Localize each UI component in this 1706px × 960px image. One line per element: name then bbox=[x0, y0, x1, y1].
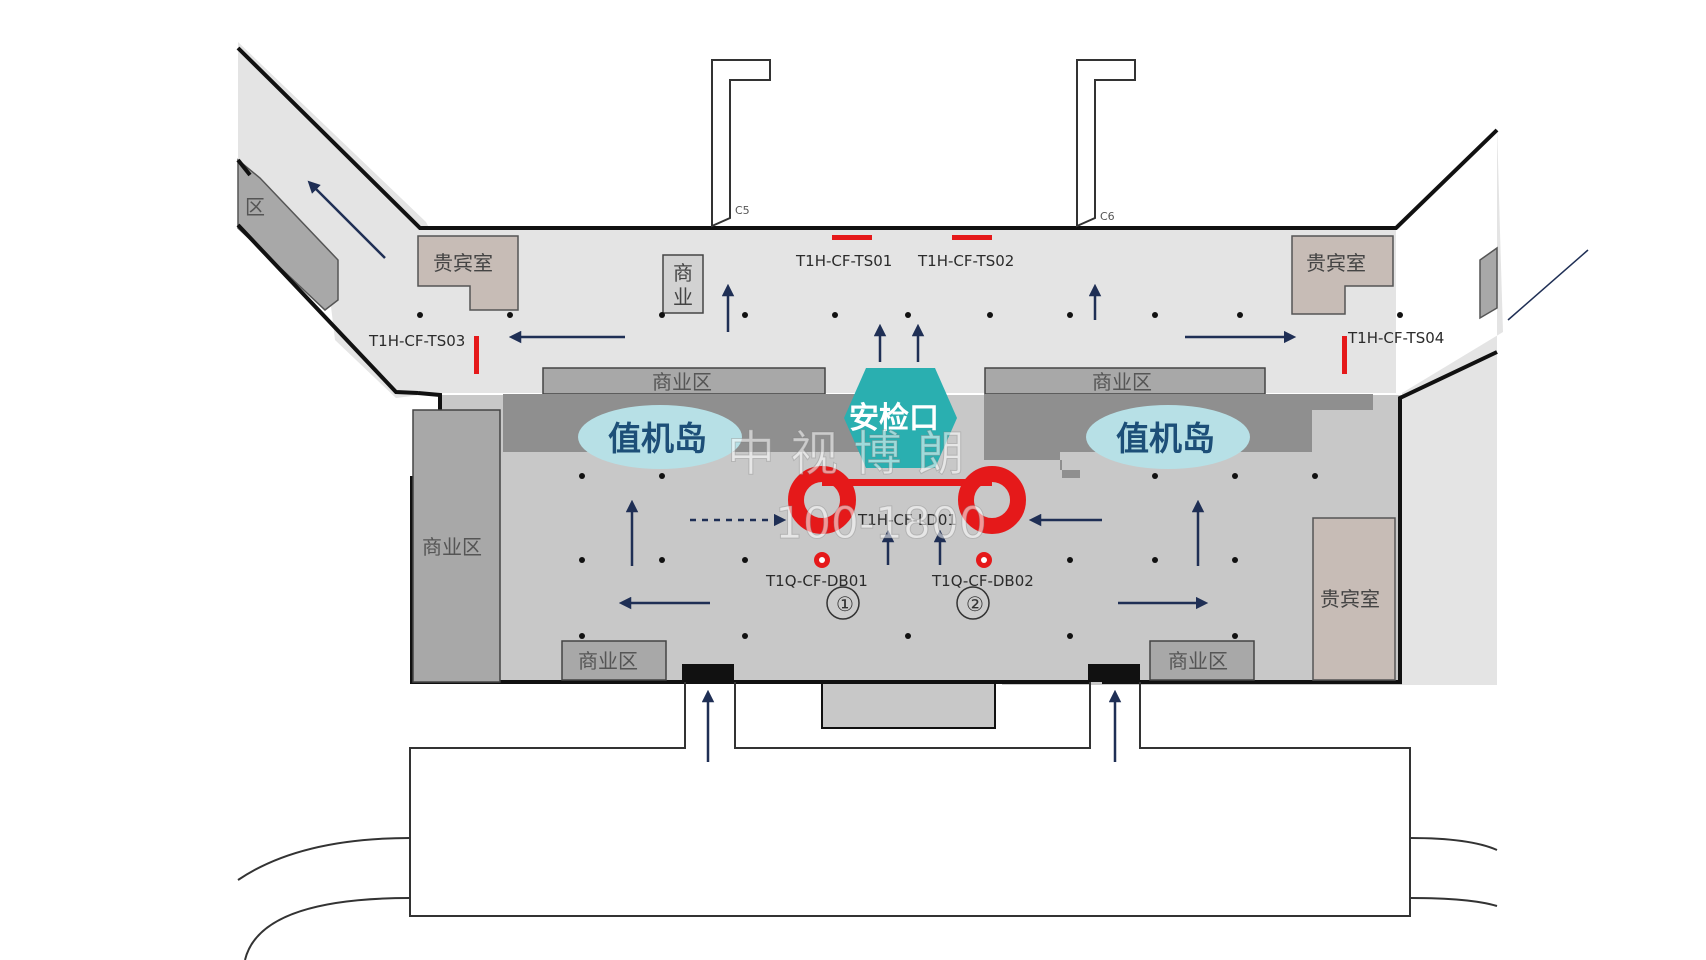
commercial-zones: 商业区 商业区 商业区 商业区 商业区 bbox=[412, 367, 1266, 683]
commercial-top-right-label: 商业区 bbox=[1092, 370, 1152, 394]
vip-room-top-right bbox=[1291, 235, 1394, 315]
entrance-passages bbox=[684, 682, 1141, 748]
gate-label-c6: C6 bbox=[1100, 210, 1115, 223]
marker-1: ① bbox=[836, 592, 854, 616]
flow-arrows bbox=[307, 180, 1589, 762]
ad-label-ts04: T1H-CF-TS04 bbox=[1347, 329, 1444, 347]
watermark-phone: 100-1800 bbox=[775, 498, 987, 549]
ad-label-ts01: T1H-CF-TS01 bbox=[795, 252, 892, 270]
vip-room-top-right-label: 贵宾室 bbox=[1306, 251, 1366, 275]
upper-concourse bbox=[420, 228, 1396, 393]
commercial-small-char-2: 业 bbox=[673, 285, 693, 309]
commercial-bottom-right-label: 商业区 bbox=[1168, 649, 1228, 673]
commercial-top-right bbox=[984, 367, 1266, 395]
vip-room-right-label: 贵宾室 bbox=[1320, 587, 1380, 611]
zone-fragment-label: 区 bbox=[245, 195, 265, 219]
gate-connectors bbox=[711, 59, 1136, 228]
security-checkpoint-label: 安检口 bbox=[849, 401, 939, 436]
column-dots bbox=[417, 312, 1403, 639]
entrance-door-left bbox=[682, 664, 734, 682]
vip-room-top-left-label: 贵宾室 bbox=[433, 251, 493, 275]
commercial-left-label: 商业区 bbox=[422, 535, 482, 559]
marker-2: ② bbox=[966, 592, 984, 616]
ad-label-ld01: T1H-CF-LD01 bbox=[857, 511, 957, 529]
left-zone bbox=[237, 158, 339, 311]
commercial-small-char-1: 商 bbox=[673, 261, 693, 285]
commercial-bottom-left bbox=[561, 640, 667, 681]
checkin-island-left bbox=[578, 405, 742, 469]
right-zone bbox=[1479, 246, 1498, 320]
commercial-top-left-label: 商业区 bbox=[652, 370, 712, 394]
checkin-island-right bbox=[1086, 405, 1250, 469]
commercial-bottom-left-label: 商业区 bbox=[578, 649, 638, 673]
checkin-island-right-label: 值机岛 bbox=[1116, 419, 1215, 458]
checkin-island-left-label: 值机岛 bbox=[608, 419, 707, 458]
entrance-door-right bbox=[1088, 664, 1140, 682]
curbside-road-cover-left bbox=[686, 746, 734, 750]
watermark-name: 中 视 博 朗 bbox=[727, 426, 965, 482]
vip-room-top-left bbox=[417, 235, 519, 311]
curbside-road bbox=[409, 747, 1411, 917]
commercial-left bbox=[412, 409, 501, 683]
commercial-small bbox=[662, 254, 704, 314]
ad-label-db02: T1Q-CF-DB02 bbox=[931, 572, 1034, 590]
ad-label-ts03: T1H-CF-TS03 bbox=[368, 332, 465, 350]
right-corridor bbox=[1402, 124, 1503, 685]
ad-label-db01: T1Q-CF-DB01 bbox=[765, 572, 868, 590]
vip-room-right bbox=[1312, 517, 1396, 681]
ad-points bbox=[474, 235, 1347, 620]
gate-label-c5: C5 bbox=[735, 204, 750, 217]
entrance-vestibule bbox=[821, 682, 996, 729]
ramps bbox=[237, 837, 1498, 960]
vip-rooms: 贵宾室 贵宾室 贵宾室 bbox=[417, 235, 1396, 681]
ad-label-ts02: T1H-CF-TS02 bbox=[917, 252, 1014, 270]
commercial-bottom-right bbox=[1149, 640, 1255, 681]
security-checkpoint bbox=[844, 368, 957, 468]
